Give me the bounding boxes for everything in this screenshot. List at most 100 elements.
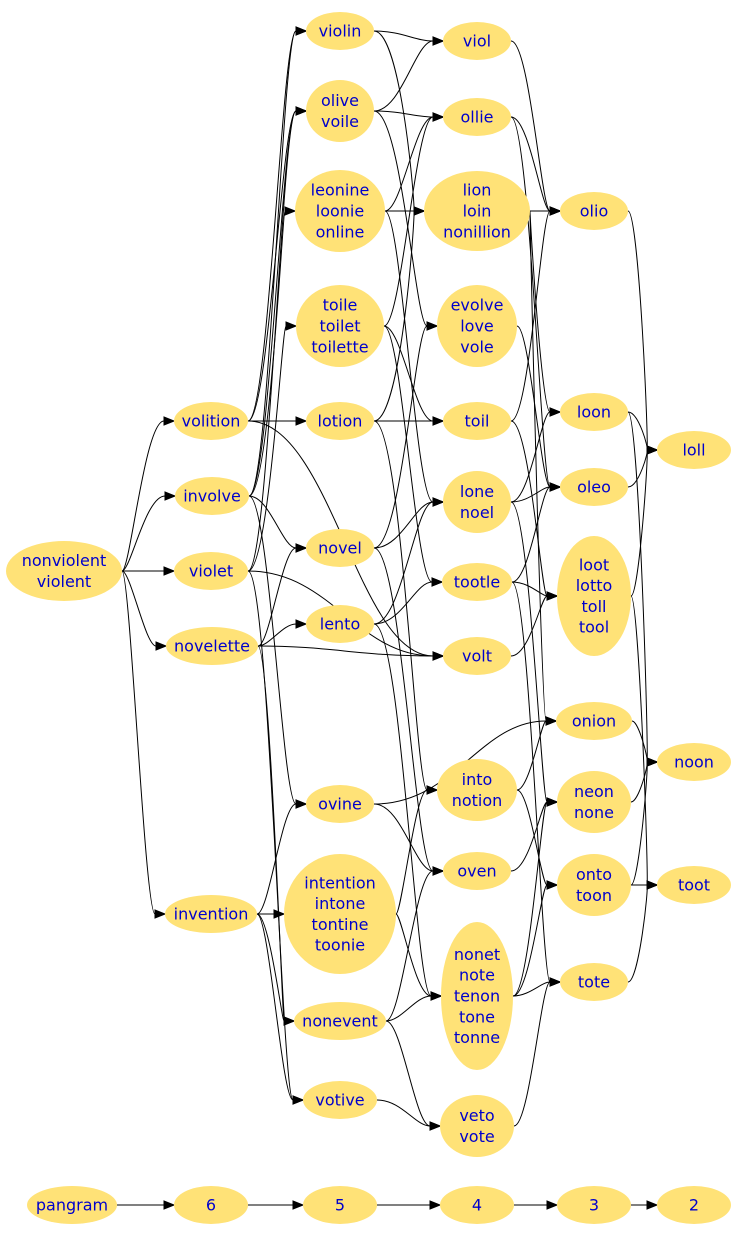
arrowhead-icon [164, 491, 177, 501]
node-label: vole [460, 337, 494, 356]
edge-lotion-toil [373, 416, 445, 426]
node-label: oleo [577, 478, 611, 497]
edge-line [121, 495, 166, 572]
node-ellipse [295, 170, 385, 252]
node-ellipse [296, 285, 384, 367]
edge-line [247, 110, 297, 572]
edge-lotion-into [373, 420, 439, 795]
node-loll: loll [657, 431, 731, 469]
node-ellipse [440, 1186, 514, 1224]
edge-line [257, 547, 297, 647]
node-lento: lento [306, 605, 374, 643]
edge-len6-len5 [247, 1200, 305, 1210]
node-invention: invention [165, 895, 257, 933]
arrowhead-icon [413, 206, 426, 216]
edge-line [383, 325, 433, 583]
arrowhead-icon [646, 1200, 659, 1210]
edge-nonviolent-novelette [121, 570, 168, 651]
arrowhead-icon [546, 797, 559, 807]
arrowhead-icon [429, 1121, 442, 1131]
edge-line [248, 30, 297, 497]
edge-involve-ovine [248, 495, 308, 809]
edge-novelette-volt [257, 645, 445, 661]
edge-line [631, 720, 648, 763]
edge-involve-violin [248, 26, 308, 497]
arrowhead-icon [431, 577, 444, 587]
node-ellipse [557, 854, 631, 916]
edge-line [510, 420, 548, 597]
node-label: olive [321, 91, 359, 110]
node-ellipse [437, 285, 517, 367]
arrowhead-icon [283, 1016, 296, 1026]
edge-line [630, 761, 648, 886]
edge-tootle-oleo [511, 482, 562, 583]
node-label: noon [674, 753, 714, 772]
node-ellipse [442, 563, 512, 601]
node-label: intone [315, 894, 366, 913]
node-oleo: oleo [560, 468, 628, 506]
node-novelette: novelette [166, 627, 258, 665]
arrowhead-icon [546, 880, 559, 890]
edge-nonet-onto [512, 880, 559, 997]
edge-nonviolent-invention [121, 570, 167, 919]
edge-line [373, 110, 434, 118]
node-label: notion [452, 791, 503, 810]
node-oven: oven [443, 852, 511, 890]
node-label: toil [465, 412, 490, 431]
edge-line [395, 789, 428, 915]
edge-line [373, 30, 434, 42]
edge-line [248, 495, 297, 805]
edge-into-onion [516, 716, 558, 791]
node-label: tonne [454, 1028, 500, 1047]
node-len5: 5 [303, 1186, 377, 1224]
edge-line [510, 501, 548, 803]
node-label: lotion [318, 412, 363, 431]
node-label: viol [463, 32, 491, 51]
node-ellipse [657, 1186, 731, 1224]
arrowhead-icon [163, 1200, 176, 1210]
node-ellipse [443, 471, 511, 533]
edge-lento-lone [373, 497, 445, 625]
edge-lone-neon [510, 501, 559, 807]
node-label: tone [459, 1007, 495, 1026]
edge-line [511, 581, 551, 983]
edge-layer [116, 26, 659, 1210]
node-label: volt [462, 647, 492, 666]
node-label: olio [580, 202, 608, 221]
node-ellipse [175, 477, 249, 515]
arrowhead-icon [163, 416, 176, 426]
edge-loon-noon [627, 411, 659, 767]
node-label: pangram [36, 1196, 108, 1215]
edge-nonviolent-involve [121, 491, 177, 572]
edge-line [510, 210, 551, 422]
node-ellipse [165, 895, 257, 933]
node-ellipse [306, 785, 374, 823]
node-label: lone [460, 482, 494, 501]
edge-line [512, 981, 551, 997]
node-label: loll [682, 441, 705, 460]
node-label: tontine [312, 915, 369, 934]
node-label: violent [37, 572, 91, 591]
arrowhead-icon [549, 206, 562, 216]
node-nonevent: nonevent [294, 1002, 386, 1040]
node-label: leonine [311, 181, 370, 200]
node-label: novel [318, 539, 362, 558]
edge-line [627, 449, 648, 488]
node-label: votive [315, 1091, 364, 1110]
node-ellipse [166, 627, 258, 665]
node-ellipse [437, 759, 517, 821]
edge-lento-tootle [373, 577, 444, 625]
edge-line [516, 720, 547, 791]
edge-line [510, 116, 551, 212]
node-ellipse [443, 98, 511, 136]
edge-line [630, 449, 648, 597]
node-ellipse [306, 605, 374, 643]
edge-len4-len3 [513, 1200, 559, 1210]
edge-lotion-lion [373, 206, 426, 422]
edge-nonviolent-violet [121, 566, 176, 576]
node-ellipse [284, 854, 396, 974]
